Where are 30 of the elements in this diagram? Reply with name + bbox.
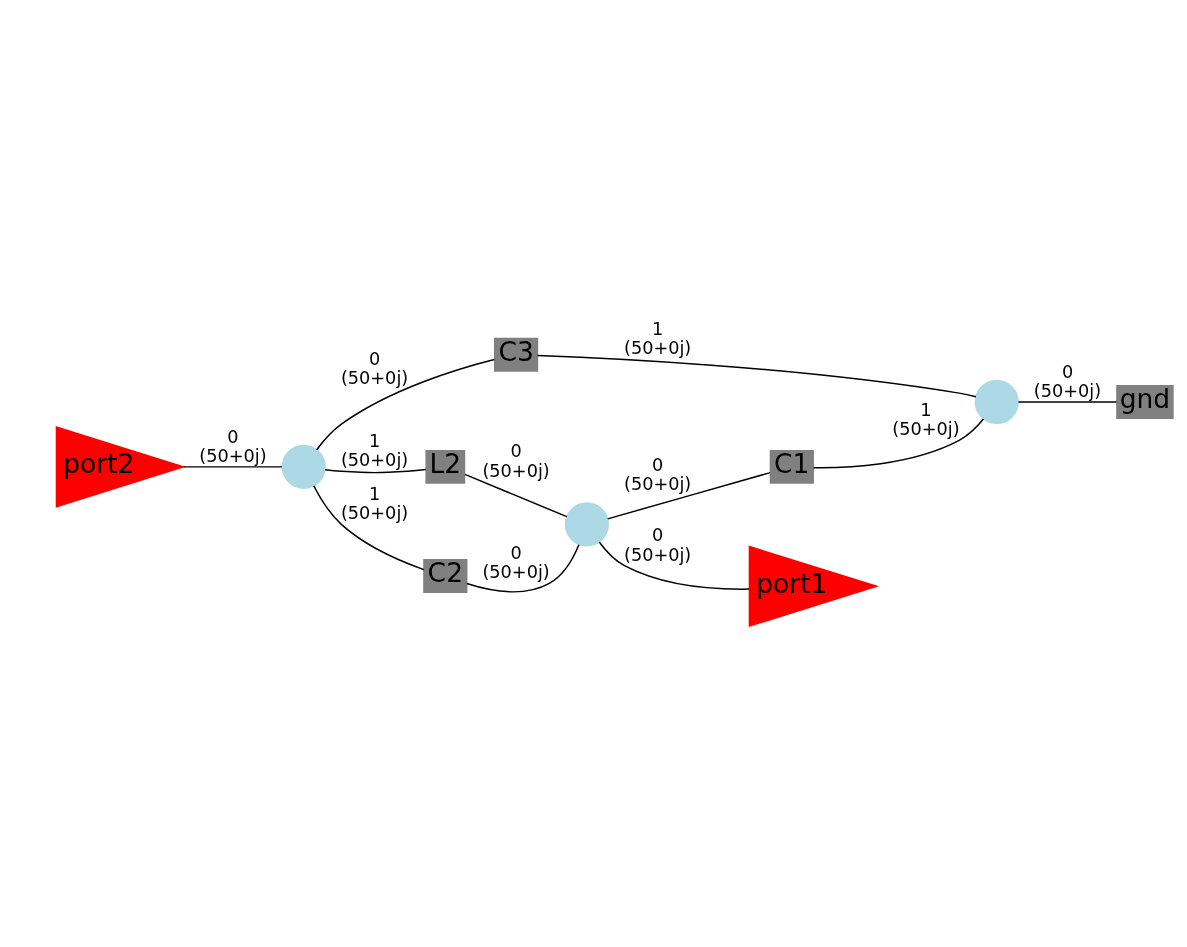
node-box: C2 [423, 559, 468, 593]
edge-label: 0 (50+0j) [623, 525, 692, 565]
node-circle [564, 502, 609, 547]
edge-label: 1 (50+0j) [340, 431, 409, 471]
edge-label: 1 (50+0j) [892, 400, 960, 440]
connector [598, 541, 750, 590]
connector [465, 543, 580, 593]
node-box: gnd [1116, 385, 1174, 419]
node-box: C3 [493, 337, 539, 372]
connector [606, 471, 771, 520]
node-box: C1 [769, 449, 814, 484]
connector [1017, 401, 1118, 403]
edge-label: 0 (50+0j) [482, 441, 550, 481]
node-box: L2 [425, 449, 466, 484]
connector [315, 358, 496, 451]
node-circle [974, 379, 1019, 425]
connector [324, 468, 427, 474]
edge-label: 0 (50+0j) [1033, 361, 1102, 401]
connector [464, 473, 568, 518]
edge-label: 0 (50+0j) [482, 543, 550, 583]
connector [812, 418, 985, 469]
edge-label: 1 (50+0j) [340, 484, 409, 524]
connector [313, 485, 425, 571]
connector [182, 466, 283, 468]
connector [536, 354, 977, 398]
edge-label: 0 (50+0j) [623, 454, 692, 494]
node-circle [281, 444, 326, 489]
edge-label: 0 (50+0j) [199, 426, 267, 466]
edge-label: 1 (50+0j) [623, 319, 692, 359]
edge-label: 0 (50+0j) [340, 348, 409, 388]
